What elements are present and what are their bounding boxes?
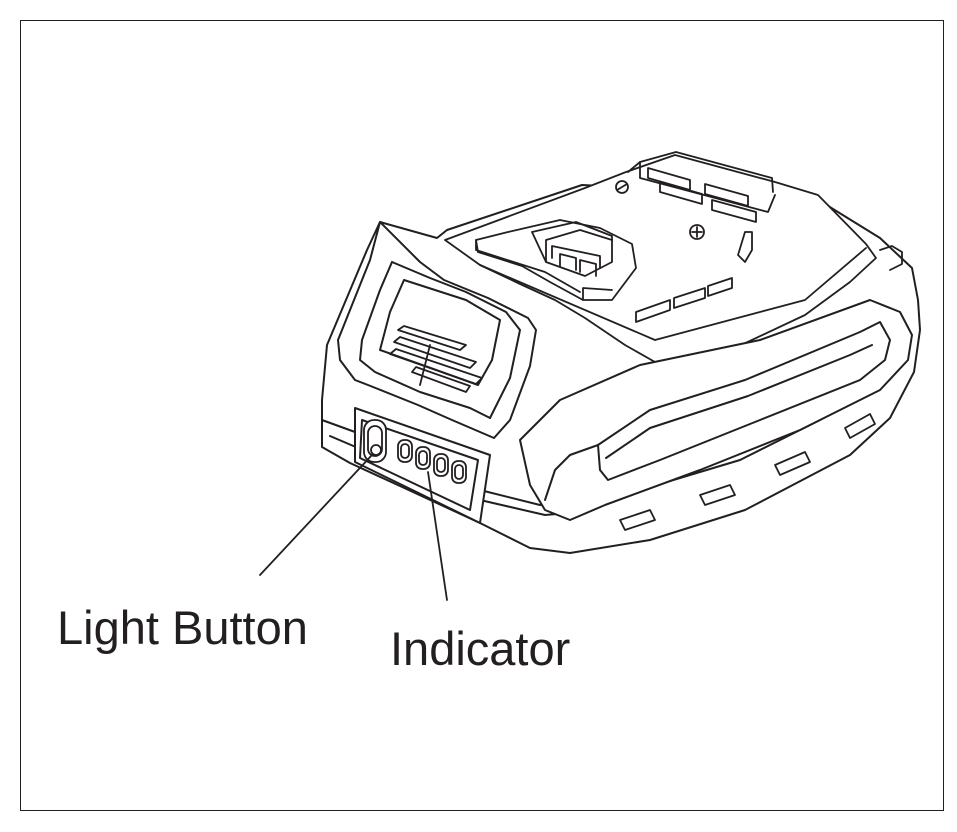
terminal-block (475, 219, 637, 301)
handle-frame (337, 221, 537, 439)
indicator-label: Indicator (390, 622, 571, 675)
top-rail-plate (444, 151, 877, 363)
callout-leaders (259, 454, 448, 601)
light-button (363, 419, 387, 463)
side-grip-panel (519, 299, 913, 521)
grip-ribs (389, 325, 483, 393)
base-feet (619, 245, 903, 531)
light-button-label: Light Button (57, 601, 308, 654)
light-button-leader (259, 454, 373, 576)
indicator-leds (397, 439, 467, 484)
indicator-leader (427, 471, 448, 601)
